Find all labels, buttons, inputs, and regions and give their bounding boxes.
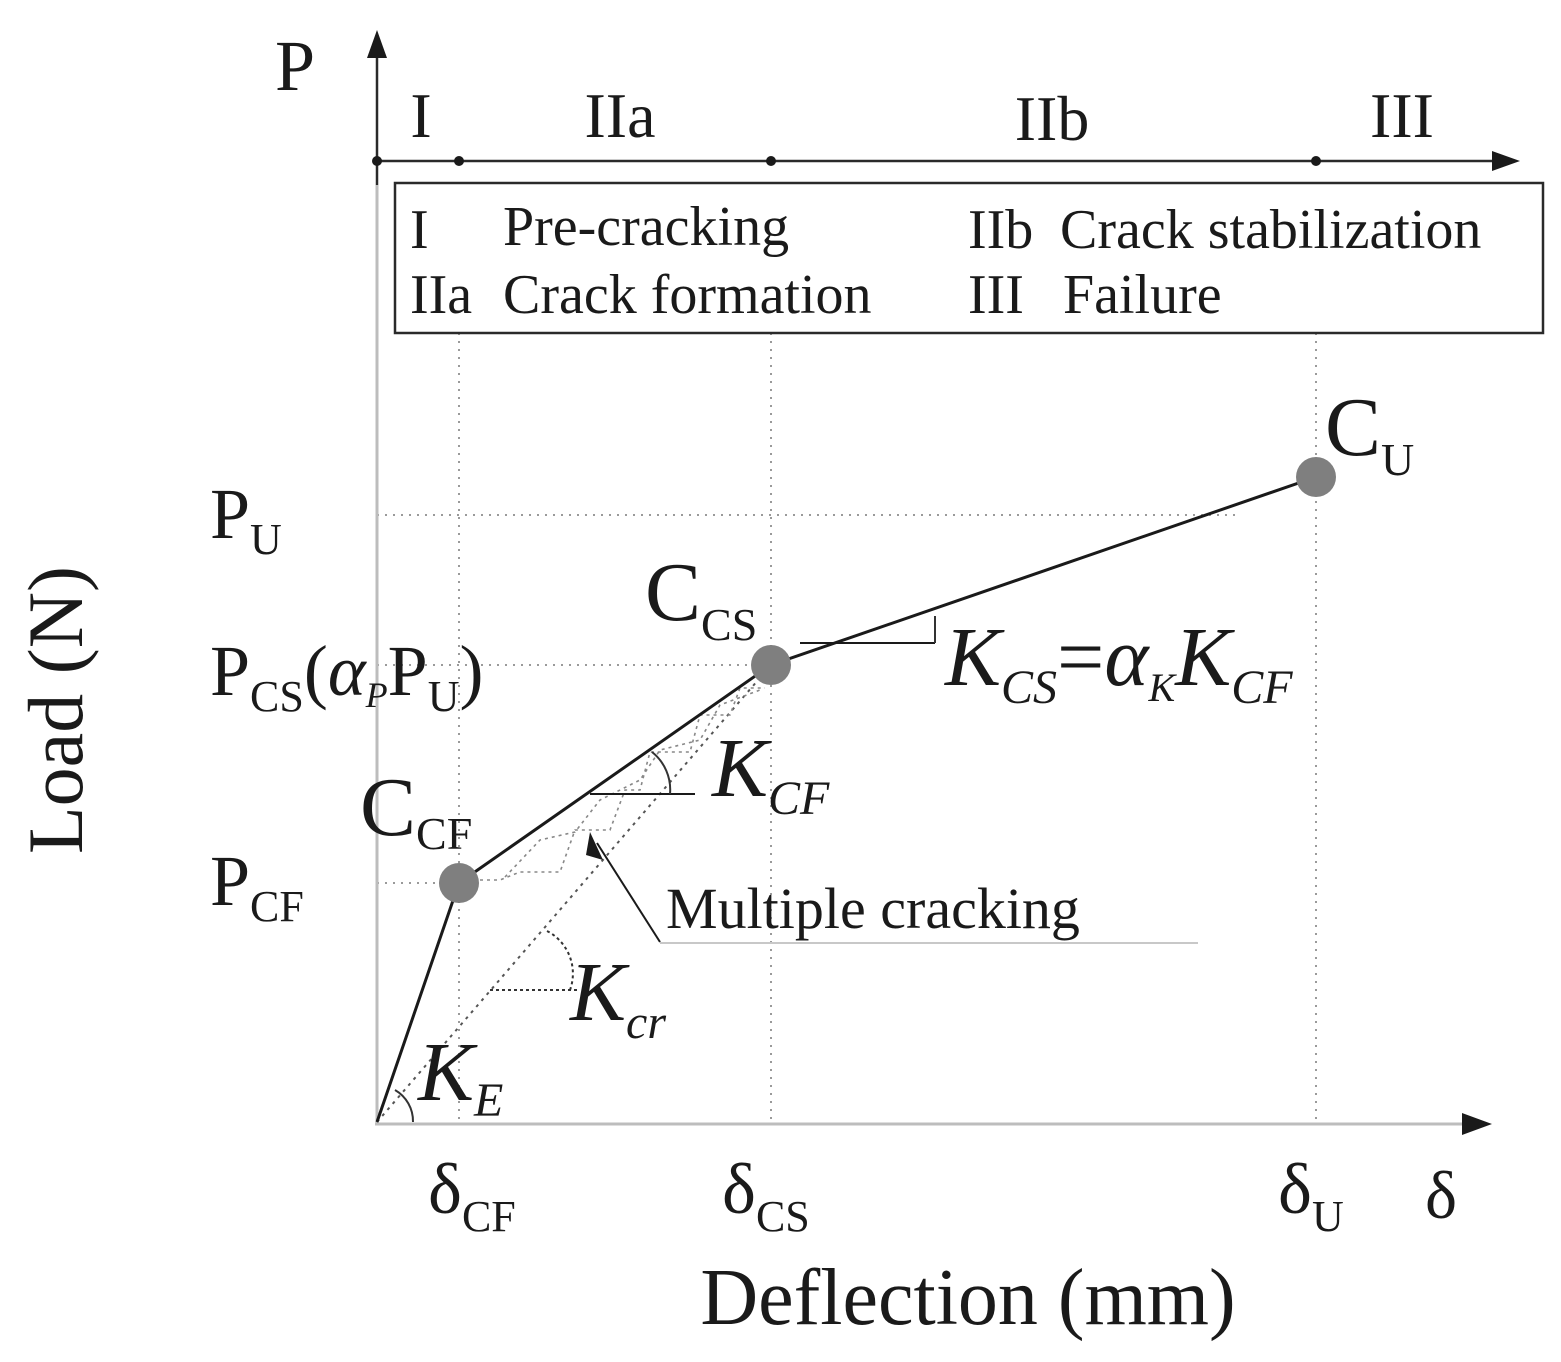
legend-code-iii: III xyxy=(968,264,1024,326)
stage-label-iia: IIa xyxy=(584,80,655,151)
point-c-cs xyxy=(751,645,791,685)
label-delta-u: δU xyxy=(1278,1149,1344,1241)
stage-dot-cf xyxy=(454,156,464,166)
label-c-u: CU xyxy=(1325,381,1414,485)
legend-text-i: Pre-cracking xyxy=(503,196,789,258)
label-c-cs: CCS xyxy=(645,546,757,650)
angle-markers xyxy=(394,616,936,1123)
label-k-cs-equation: KCS=αKKCF xyxy=(944,611,1293,714)
legend-text-iii: Failure xyxy=(1063,264,1222,326)
stage-axis-arrow-icon xyxy=(1492,151,1520,171)
x-axis-arrow-icon xyxy=(1462,1113,1492,1135)
label-p-cf: PCF xyxy=(210,841,304,931)
legend-text-iia: Crack formation xyxy=(503,264,872,326)
multiple-cracking-leader xyxy=(596,842,661,943)
kcr-angle-arc xyxy=(544,929,574,991)
multiple-cracking-arrow-icon xyxy=(586,832,603,860)
stage-label-iib: IIb xyxy=(1015,83,1090,154)
stage-dot-u xyxy=(1311,156,1321,166)
load-deflection-curve xyxy=(375,475,1317,1123)
legend-code-iia: IIa xyxy=(410,264,472,326)
axes xyxy=(367,30,1520,1135)
kcf-angle-arc xyxy=(651,751,672,795)
crack-steps xyxy=(459,687,765,881)
label-k-cf: KCF xyxy=(711,722,830,825)
label-k-e: KE xyxy=(417,1026,503,1127)
y-axis-title: Load (N) xyxy=(12,566,99,854)
label-p-u: PU xyxy=(210,474,282,564)
crack-step-hatch xyxy=(459,687,765,881)
stage-dot-0 xyxy=(372,156,382,166)
legend-text-iib: Crack stabilization xyxy=(1060,199,1481,261)
point-c-u xyxy=(1296,457,1336,497)
label-k-cr: Kcr xyxy=(569,946,666,1049)
y-axis-arrow-icon xyxy=(367,30,387,58)
stage-label-i: I xyxy=(410,80,431,151)
point-c-cf xyxy=(439,863,479,903)
stage-dot-cs xyxy=(766,156,776,166)
legend-code-iib: IIb xyxy=(968,199,1033,261)
label-delta-cf: δCF xyxy=(428,1149,516,1241)
y-symbol: P xyxy=(275,26,315,106)
ke-angle-arc xyxy=(394,1089,415,1123)
x-axis-title: Deflection (mm) xyxy=(700,1254,1235,1342)
legend-frame xyxy=(393,181,1545,335)
legend-code-i: I xyxy=(410,199,429,261)
multiple-cracking-label: Multiple cracking xyxy=(666,876,1080,941)
x-symbol: δ xyxy=(1425,1157,1457,1233)
label-c-cf: CCF xyxy=(360,761,472,859)
guide-lines xyxy=(377,333,1317,1122)
label-delta-cs: δCS xyxy=(722,1149,810,1241)
multiple-cracking-annotation: Multiple cracking xyxy=(586,832,1198,944)
stage-legend: I Pre-cracking IIa Crack formation IIb C… xyxy=(393,181,1545,335)
label-p-cs: PCS(αPPU) xyxy=(210,631,483,721)
stage-label-iii: III xyxy=(1370,80,1434,151)
